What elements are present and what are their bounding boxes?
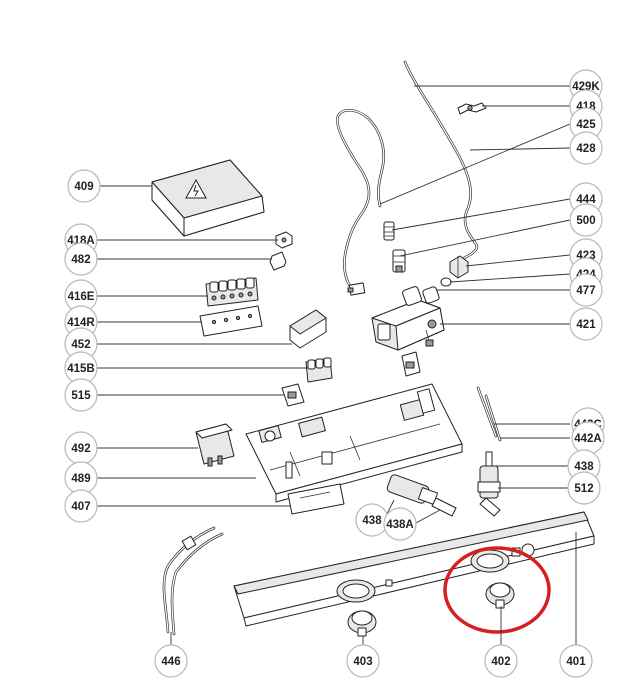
part-418a-clip bbox=[275, 231, 293, 249]
part-438-438a-switch bbox=[386, 474, 457, 517]
svg-text:415B: 415B bbox=[67, 363, 95, 375]
callout-409: 409 bbox=[67, 169, 101, 203]
svg-text:401: 401 bbox=[566, 656, 586, 668]
callout-438a: 438A bbox=[383, 507, 417, 541]
callout-512: 512 bbox=[567, 471, 601, 505]
part-442-rods bbox=[476, 386, 502, 442]
part-452-cover bbox=[289, 309, 327, 349]
part-500-fitting bbox=[392, 249, 406, 273]
callout-452: 452 bbox=[64, 327, 98, 361]
part-429k-pipe bbox=[403, 60, 479, 264]
part-424-ring bbox=[440, 277, 452, 287]
callout-492: 492 bbox=[64, 431, 98, 465]
part-402-knob bbox=[485, 582, 515, 609]
callout-438-left: 438 bbox=[355, 503, 389, 537]
callout-500: 500 bbox=[569, 203, 603, 237]
part-pipe-left-loop bbox=[336, 108, 386, 296]
svg-text:403: 403 bbox=[353, 656, 372, 668]
part-446-wires bbox=[162, 526, 224, 636]
part-438-512-switch bbox=[477, 451, 501, 517]
svg-text:452: 452 bbox=[71, 339, 90, 351]
part-418-clip bbox=[457, 102, 487, 115]
svg-text:438A: 438A bbox=[386, 519, 414, 531]
callout-515: 515 bbox=[64, 378, 98, 412]
highlight-ring-402 bbox=[443, 546, 551, 634]
callout-401: 401 bbox=[559, 644, 593, 678]
callout-403: 403 bbox=[346, 644, 380, 678]
svg-text:429K: 429K bbox=[572, 81, 600, 93]
svg-text:477: 477 bbox=[576, 285, 595, 297]
part-515-block bbox=[281, 383, 305, 407]
svg-text:414R: 414R bbox=[67, 317, 95, 329]
part-407-plate bbox=[287, 483, 345, 515]
part-492-transformer bbox=[195, 423, 235, 467]
svg-text:421: 421 bbox=[576, 319, 596, 331]
svg-text:446: 446 bbox=[161, 656, 180, 668]
svg-text:512: 512 bbox=[574, 483, 593, 495]
part-small-block bbox=[401, 351, 421, 377]
leader-lines bbox=[97, 85, 577, 646]
svg-text:425: 425 bbox=[576, 119, 596, 131]
callout-428: 428 bbox=[569, 131, 603, 165]
part-444-fitting bbox=[383, 221, 395, 241]
svg-text:409: 409 bbox=[74, 181, 93, 193]
callout-446: 446 bbox=[154, 644, 188, 678]
svg-text:438: 438 bbox=[574, 461, 594, 473]
svg-text:442A: 442A bbox=[574, 433, 602, 445]
svg-text:489: 489 bbox=[71, 473, 90, 485]
callout-402: 402 bbox=[484, 644, 518, 678]
svg-text:482: 482 bbox=[71, 254, 90, 266]
callout-421: 421 bbox=[569, 307, 603, 341]
svg-text:416E: 416E bbox=[68, 291, 95, 303]
svg-text:515: 515 bbox=[71, 390, 91, 402]
callout-416e: 416E bbox=[64, 279, 98, 313]
part-421-gas-valve bbox=[371, 286, 445, 351]
svg-text:402: 402 bbox=[491, 656, 510, 668]
part-489-circuit-board bbox=[245, 383, 463, 503]
svg-text:444: 444 bbox=[576, 194, 596, 206]
callout-407: 407 bbox=[64, 489, 98, 523]
part-401-control-panel bbox=[233, 511, 595, 627]
part-403-knob bbox=[347, 610, 377, 637]
part-409-cover bbox=[151, 159, 265, 237]
part-416e-terminal-block bbox=[205, 277, 259, 307]
callout-482: 482 bbox=[64, 242, 98, 276]
callout-442a: 442A bbox=[571, 421, 605, 455]
svg-text:438: 438 bbox=[362, 515, 382, 527]
part-423-nut bbox=[449, 255, 469, 279]
part-482-bracket bbox=[269, 251, 287, 271]
part-414r-plate bbox=[199, 305, 263, 337]
svg-text:407: 407 bbox=[71, 501, 90, 513]
svg-text:428: 428 bbox=[576, 143, 596, 155]
callout-489: 489 bbox=[64, 461, 98, 495]
svg-text:492: 492 bbox=[71, 443, 90, 455]
callout-415b: 415B bbox=[64, 351, 98, 385]
svg-text:500: 500 bbox=[576, 215, 595, 227]
callout-477: 477 bbox=[569, 273, 603, 307]
part-415b-terminal bbox=[305, 357, 333, 383]
callout-425: 425 bbox=[569, 107, 603, 141]
